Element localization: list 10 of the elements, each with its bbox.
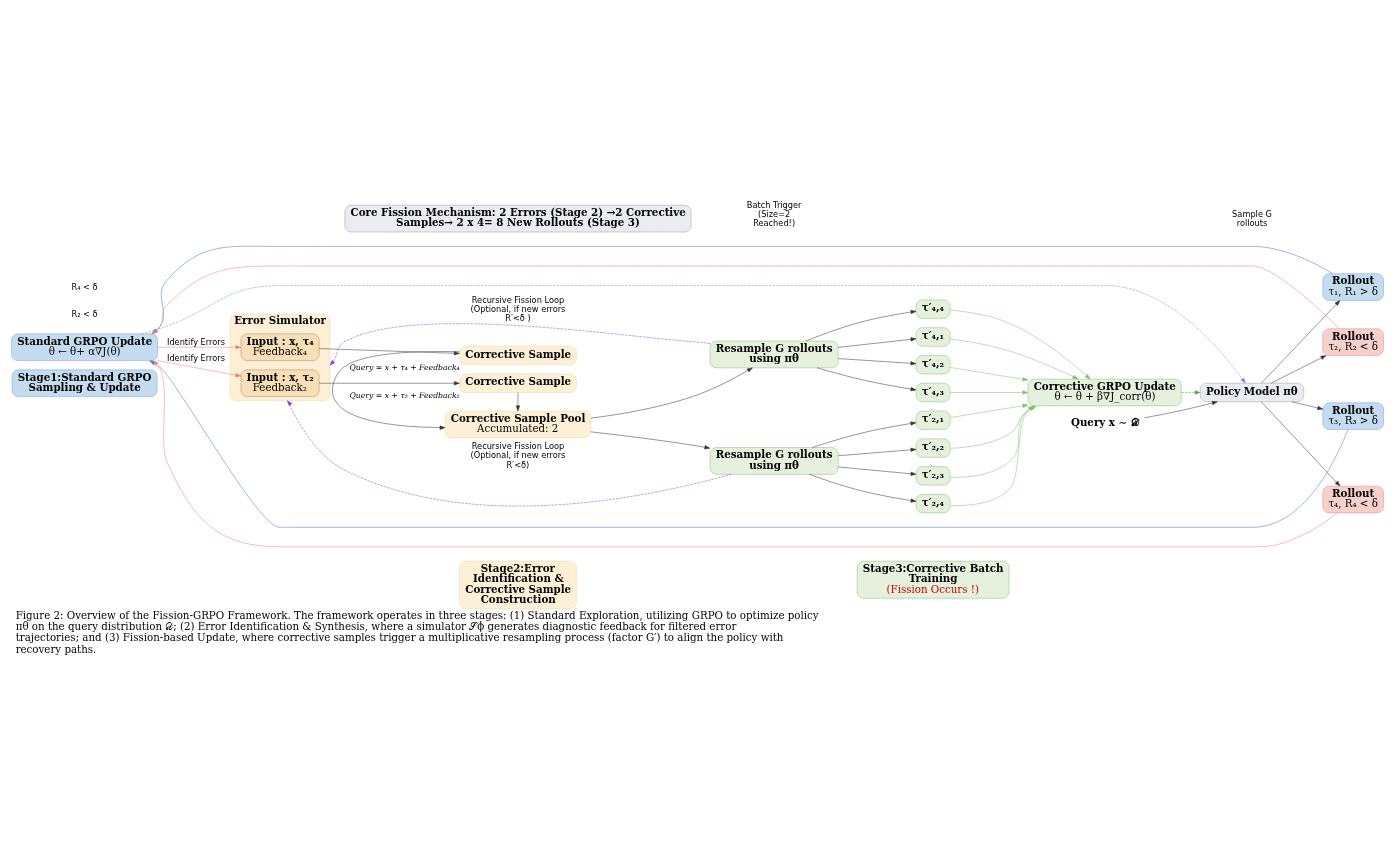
edge-label: Recursive Fission Loop (Optional, if new errors R′<δ ) [470, 294, 566, 323]
edge-label: Identify Errors [166, 352, 225, 363]
label: R₄ < δ [71, 281, 98, 292]
label: Batch Trigger (Size=2 Reached!) [746, 199, 802, 228]
edge-label: Recursive Fission Loop (Optional, if new errors R′<δ) [470, 440, 566, 470]
edge-label: Identify Errors [166, 336, 225, 347]
caption: Figure 2: Overview of the Fission-GRPO Framework. The framework operates in three stages: (1) Standard Exploration, utilizing GRPO to optimize policy πθ on the query distribution 𝒟; (2) Error Identification & Synthesis, where a simulator 𝒮ϕ generates diagnostic feedback for filtered error trajectories; and (3) Fission-based Update, where corrective samples trigger a multiplicative resampling process (factor G′) to align the policy with recovery paths. [15, 608, 819, 655]
label: Sample G rollouts [1232, 208, 1272, 228]
node-text: Query x ∼ 𝒟 [1070, 415, 1139, 428]
label: R₂ < δ [71, 308, 98, 319]
